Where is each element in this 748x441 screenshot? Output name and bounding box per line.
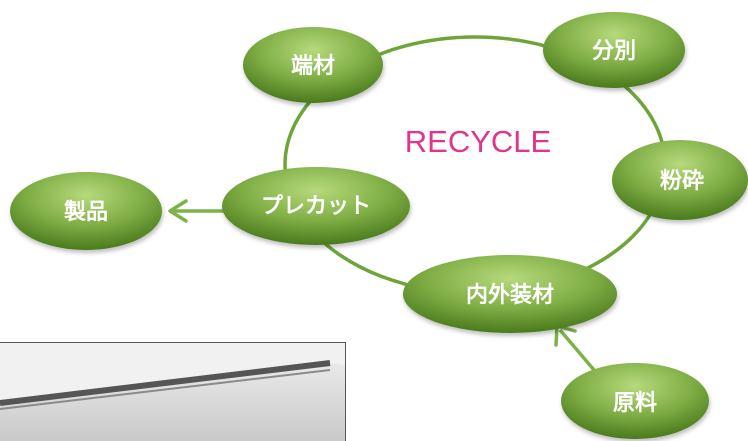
raw-to-material-arrow (554, 324, 602, 379)
precut-to-product-arrow (168, 199, 224, 223)
node-genryo-label: 原料 (613, 391, 657, 416)
node-precut-label: プレカット (261, 194, 371, 219)
node-precut (222, 167, 410, 245)
node-hazai (243, 27, 383, 103)
node-funsai (612, 140, 748, 220)
node-funsai-label: 粉砕 (660, 169, 704, 194)
node-hazai-label: 端材 (291, 54, 335, 79)
node-seihin (10, 172, 162, 250)
node-seihin-label: 製品 (63, 199, 108, 225)
node-bunbetsu (543, 12, 685, 88)
node-bunbetsu-label: 分別 (592, 39, 636, 64)
node-naigai (403, 255, 617, 333)
material-photo (0, 342, 346, 441)
node-genryo (561, 363, 709, 439)
node-naigai-label: 内外装材 (466, 282, 554, 308)
diagram-title: RECYCLE (405, 124, 551, 159)
